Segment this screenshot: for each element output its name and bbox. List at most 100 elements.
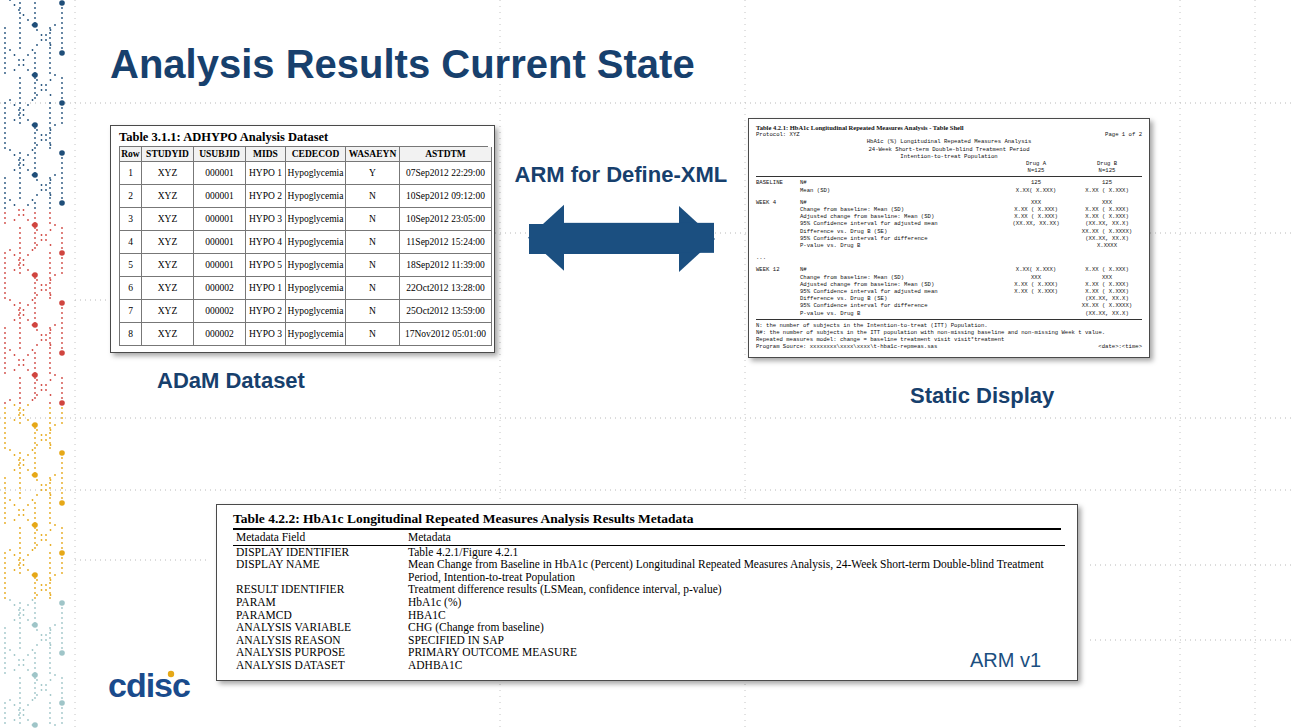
decor-dot: [14, 4, 16, 6]
metadata-value: CHG (Change from baseline): [405, 621, 1065, 634]
decor-dot: [61, 497, 63, 499]
shell-cell: X.XX ( X.XXX): [1000, 213, 1072, 220]
decor-dot: [36, 229, 38, 231]
cell-slot: XX.XX ( X.XXXX): [1072, 302, 1142, 309]
decor-dot: [49, 362, 51, 364]
decor-dot: [61, 557, 63, 559]
cell-slot: X.XX ( X.XXX): [1072, 288, 1142, 295]
decor-node: [32, 22, 38, 28]
decor-dot: [34, 212, 36, 214]
decor-dot: [19, 332, 21, 334]
decor-dot: [36, 329, 38, 331]
cell-slot: [756, 167, 800, 174]
text-row: Protocol: XYZPage 1 of 2: [756, 131, 1142, 138]
decor-dot: [61, 327, 63, 329]
decor-dot: [4, 482, 6, 484]
table-row: 95% Confidence interval for adjusted mea…: [756, 220, 1142, 227]
decor-dot: [18, 264, 20, 266]
decor-dot: [4, 557, 6, 559]
decor-dot: [34, 437, 36, 439]
decor-dot: [49, 512, 51, 514]
decor-dot: [50, 579, 52, 581]
decor-dot: [4, 132, 6, 134]
decor-dot: [61, 637, 63, 639]
decor-dot: [23, 364, 25, 366]
decor-dot: [9, 399, 11, 401]
decor-dot: [9, 349, 11, 351]
decor-dot: [19, 47, 21, 49]
decor-dot: [61, 247, 63, 249]
decor-dot: [14, 69, 16, 71]
version-tag: ARM v1: [970, 649, 1041, 672]
decor-dot: [19, 267, 21, 269]
decor-dot: [49, 417, 51, 419]
decor-dot: [19, 257, 21, 259]
decor-dot: [61, 177, 63, 179]
column-header: CEDECOD: [286, 147, 346, 162]
decor-dot: [34, 352, 36, 354]
decor-dot: [50, 629, 52, 631]
decor-dot: [49, 327, 51, 329]
table-row: P-value vs. Drug BX.XXXX: [756, 242, 1142, 249]
table-cell: N: [346, 208, 400, 231]
table-cell: Hypoglycemia: [286, 231, 346, 254]
decor-dot: [19, 347, 21, 349]
cell-slot: [1000, 235, 1072, 242]
decor-dot: [49, 192, 51, 194]
shell-cell: (XX.XX, XX.XX): [1000, 220, 1072, 227]
decor-dot: [61, 472, 63, 474]
decor-dot: [41, 39, 43, 41]
decor-dot: [19, 537, 21, 539]
decor-dot: [19, 157, 21, 159]
decor-dot: [4, 107, 6, 109]
metadata-field: ANALYSIS VARIABLE: [233, 621, 405, 634]
decor-dot: [49, 147, 51, 149]
decor-dot: [4, 492, 6, 494]
decor-dot: [49, 432, 51, 434]
decor-dot: [9, 149, 11, 151]
cell-slot: XXX: [1072, 274, 1142, 281]
decor-dot: [45, 139, 47, 141]
decor-dot: [34, 162, 36, 164]
decor-node: [59, 600, 65, 606]
decor-dot: [49, 207, 51, 209]
cell-slot: Drug A: [1000, 160, 1072, 167]
decor-dot: [14, 319, 16, 321]
table-row: Difference vs. Drug B (SE)XX.XX ( X.XXXX…: [756, 228, 1142, 235]
decor-dot: [61, 347, 63, 349]
decor-dot: [27, 454, 29, 456]
shell-cell: WEEK 12: [756, 266, 800, 273]
table-cell: Hypoglycemia: [286, 300, 346, 323]
grid-line: [0, 490, 1294, 491]
table-cell: XYZ: [142, 323, 194, 346]
column-header: STUDYID: [142, 147, 194, 162]
decor-dot: [19, 317, 21, 319]
decor-dot: [19, 272, 21, 274]
decor-dot: [34, 82, 36, 84]
decor-dot: [54, 24, 56, 26]
decor-dot: [34, 202, 36, 204]
decor-dot: [27, 154, 29, 156]
decor-dot: [49, 52, 51, 54]
decor-dot: [19, 377, 21, 379]
decor-node: [59, 300, 65, 306]
metadata-field: DISPLAY IDENTIFIER: [233, 546, 405, 559]
decor-dot: [50, 244, 52, 246]
decor-dot: [45, 189, 47, 191]
decor-dot: [4, 47, 6, 49]
column-header: Metadata: [405, 530, 1065, 546]
table-cell: HYPO 2: [246, 300, 286, 323]
decor-dot: [4, 72, 6, 74]
decor-dot: [4, 277, 6, 279]
decor-dot: [34, 597, 36, 599]
cell-slot: [756, 206, 800, 213]
decor-dot: [50, 479, 52, 481]
decor-dot: [49, 272, 51, 274]
table-cell: N: [346, 231, 400, 254]
decor-dot: [61, 77, 63, 79]
decor-dot: [27, 719, 29, 721]
decor-dot: [19, 17, 21, 19]
decor-dot: [18, 514, 20, 516]
decor-dot: [49, 552, 51, 554]
decor-dot: [19, 402, 21, 404]
